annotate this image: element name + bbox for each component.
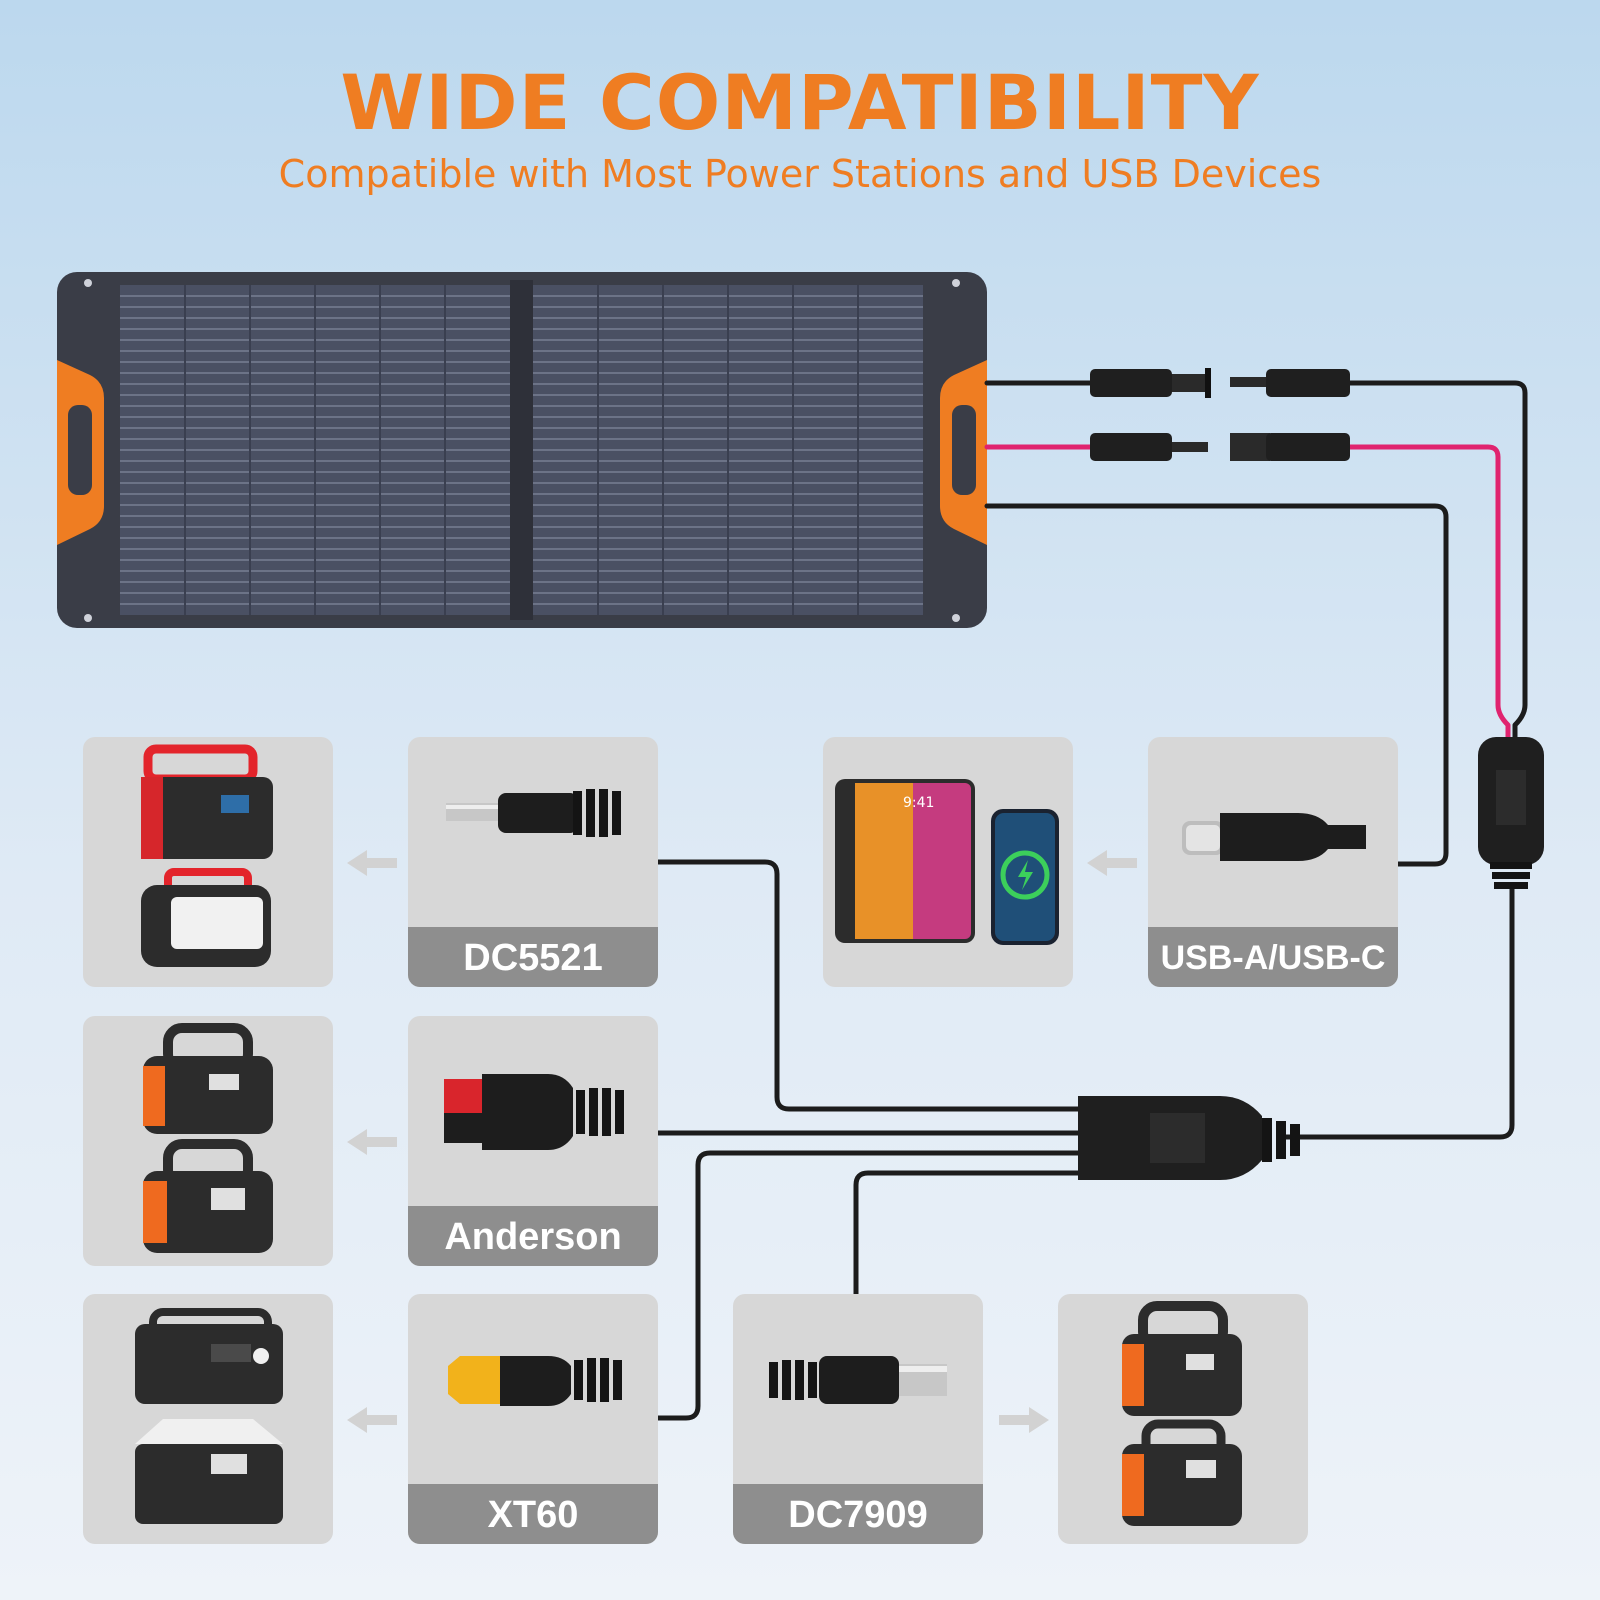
power-station-red-icon [141, 744, 273, 859]
card-xt60: XT60 [408, 1294, 658, 1544]
xt60-plug-icon [448, 1356, 622, 1406]
usb-c-plug-icon [1182, 813, 1366, 861]
panel-handle-right [940, 360, 987, 545]
panel-handle-left [57, 360, 104, 545]
y-splitter [1478, 737, 1544, 889]
label-xt60: XT60 [408, 1484, 658, 1544]
card-dc7909: DC7909 [733, 1294, 983, 1544]
mc4-connector-female-top [1090, 368, 1211, 398]
card-usb: USB-A/USB-C [1148, 737, 1398, 987]
card-dc5521: DC5521 [408, 737, 658, 987]
anderson-plug-icon [444, 1074, 624, 1150]
page-title: WIDE COMPATIBILITY [340, 58, 1260, 147]
power-station-orange-icon [143, 1023, 273, 1134]
power-station-white-top-icon [135, 1419, 283, 1524]
card-power-stations-xt60 [83, 1294, 333, 1544]
phone-icon [991, 809, 1059, 945]
tablet-icon: 9:41 [835, 779, 975, 943]
power-station-orange-icon-2 [143, 1139, 273, 1253]
arrow-right-icon [997, 1405, 1051, 1435]
solar-panel [57, 272, 987, 628]
label-anderson: Anderson [408, 1206, 658, 1266]
dc5521-plug-icon [446, 789, 621, 837]
dc7909-plug-icon [769, 1356, 947, 1404]
card-anderson: Anderson [408, 1016, 658, 1266]
tablet-time: 9:41 [903, 795, 934, 811]
power-station-jackery-icon-2 [1122, 1419, 1242, 1526]
mc4-connector-female-bottom [1090, 433, 1208, 461]
card-power-stations-dc5521 [83, 737, 333, 987]
label-dc7909: DC7909 [733, 1484, 983, 1544]
label-dc5521: DC5521 [408, 927, 658, 987]
power-station-white-icon [141, 868, 271, 967]
mc4-connector-male-top [1230, 369, 1350, 397]
arrow-left-icon [345, 848, 399, 878]
page-subtitle: Compatible with Most Power Stations and … [278, 152, 1322, 196]
label-usb: USB-A/USB-C [1148, 927, 1398, 987]
arrow-left-icon [345, 1405, 399, 1435]
mc4-connector-male-bottom [1230, 433, 1350, 461]
four-way-hub [1078, 1096, 1300, 1180]
power-station-jackery-icon [1122, 1301, 1242, 1416]
power-station-dark-icon [135, 1308, 283, 1404]
arrow-left-icon [345, 1127, 399, 1157]
card-power-stations-dc7909 [1058, 1294, 1308, 1544]
arrow-left-icon [1085, 848, 1139, 878]
card-tablet-phone: 9:41 [823, 737, 1073, 987]
card-power-stations-anderson [83, 1016, 333, 1266]
